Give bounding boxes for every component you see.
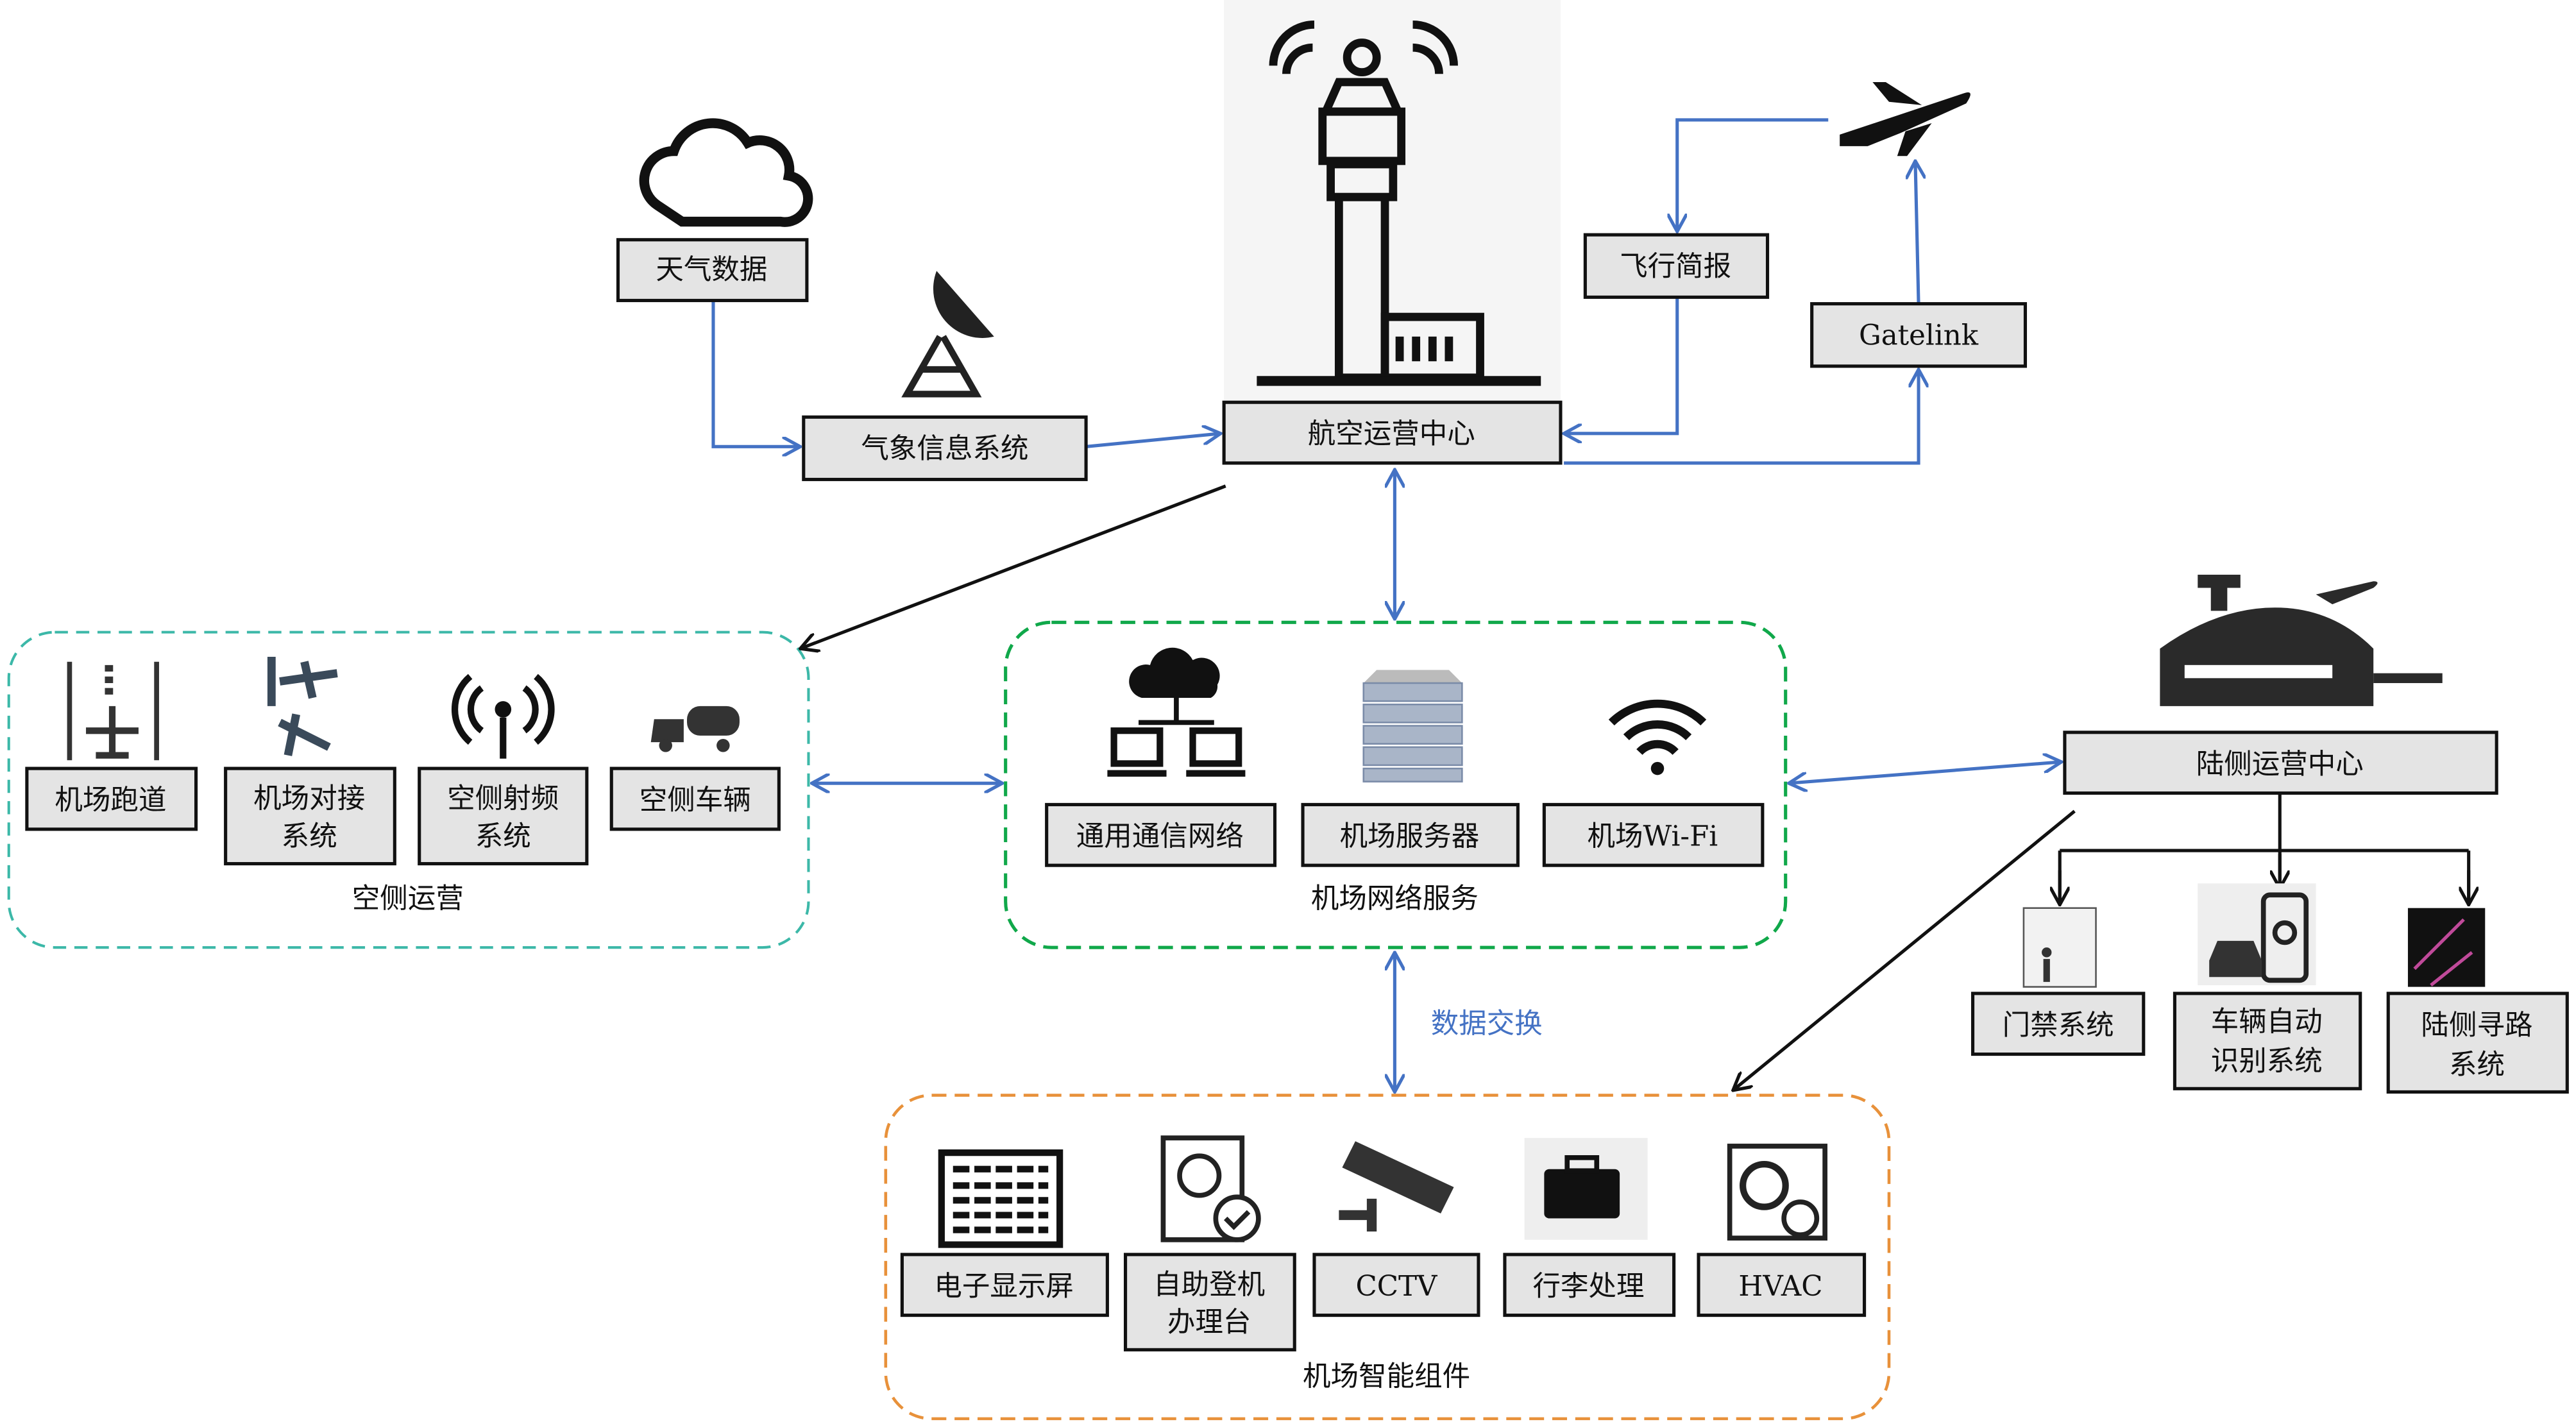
item-label: 通用通信网络 bbox=[1076, 820, 1244, 852]
network-group bbox=[1004, 620, 1788, 949]
airside-item-docking: 机场对接 系统 bbox=[224, 766, 396, 866]
airplane-icon bbox=[1840, 82, 1970, 157]
arrow-landside-tree bbox=[2058, 793, 2471, 905]
network-title: 机场网络服务 bbox=[1311, 883, 1479, 915]
arrow-landside-to-smart bbox=[1733, 809, 2076, 1090]
item-label: 空侧车辆 bbox=[640, 784, 751, 817]
flight-briefing-box: 飞行简报 bbox=[1583, 233, 1770, 299]
arrow-aoc-to-airside bbox=[801, 484, 1226, 648]
hvac-icon bbox=[1727, 1144, 1827, 1241]
arrow-plane-to-briefing bbox=[1677, 118, 1829, 232]
cloud-network-icon bbox=[1107, 647, 1246, 777]
arrow-aoc-to-gatelink bbox=[1564, 369, 1919, 465]
flight-briefing-label: 飞行简报 bbox=[1620, 251, 1731, 283]
item-label: 识别系统 bbox=[2211, 1045, 2323, 1078]
network-item-comm: 通用通信网络 bbox=[1045, 802, 1277, 867]
item-label: CCTV bbox=[1355, 1271, 1438, 1303]
item-label: 机场跑道 bbox=[55, 784, 166, 817]
item-label: 电子显示屏 bbox=[934, 1271, 1074, 1303]
aircraft-docking-icon bbox=[267, 657, 338, 756]
landside-item-access: 门禁系统 bbox=[1970, 992, 2146, 1056]
item-label: 机场对接 bbox=[253, 783, 365, 815]
item-label: 门禁系统 bbox=[2003, 1010, 2114, 1042]
arrow-briefing-to-aoc bbox=[1564, 297, 1679, 433]
airside-group bbox=[7, 631, 810, 949]
network-item-wifi: 机场Wi-Fi bbox=[1542, 802, 1765, 867]
meteo-system-label: 气象信息系统 bbox=[861, 433, 1028, 465]
arrow-network-landside bbox=[1789, 762, 2062, 783]
terminal-building-icon bbox=[2160, 575, 2443, 706]
wayfinding-map-icon bbox=[2407, 908, 2486, 987]
airside-item-rf: 空侧射频 系统 bbox=[418, 766, 589, 866]
smart-item-baggage: 行李处理 bbox=[1503, 1253, 1676, 1317]
landside-center-label: 陆侧运营中心 bbox=[2196, 749, 2364, 781]
item-label: 行李处理 bbox=[1532, 1271, 1644, 1303]
gatelink-box: Gatelink bbox=[1810, 302, 2028, 368]
item-label: 自助登机 bbox=[1153, 1269, 1265, 1301]
radio-antenna-icon bbox=[451, 673, 555, 759]
item-label: 机场Wi-Fi bbox=[1587, 820, 1718, 852]
server-rack-icon bbox=[1362, 670, 1463, 783]
aoc-label: 航空运营中心 bbox=[1308, 418, 1475, 450]
item-label: 办理台 bbox=[1167, 1307, 1251, 1339]
smart-title: 机场智能组件 bbox=[1303, 1361, 1470, 1393]
runway-icon bbox=[67, 661, 159, 761]
item-label: 系统 bbox=[2449, 1049, 2505, 1081]
weather-cloud-icon bbox=[639, 118, 813, 227]
baggage-icon bbox=[1524, 1138, 1648, 1240]
airside-item-vehicle: 空侧车辆 bbox=[609, 766, 781, 831]
access-gate-icon bbox=[2022, 907, 2097, 988]
data-exchange-label: 数据交换 bbox=[1431, 1008, 1543, 1040]
item-label: 空侧射频 bbox=[447, 783, 559, 815]
airside-item-runway: 机场跑道 bbox=[25, 766, 198, 831]
flight-display-icon bbox=[938, 1149, 1063, 1248]
item-label: 系统 bbox=[282, 820, 337, 852]
landside-item-wayfinding: 陆侧寻路 系统 bbox=[2386, 992, 2569, 1094]
tanker-truck-icon bbox=[650, 706, 740, 752]
vehicle-location-icon bbox=[2198, 883, 2316, 986]
landside-item-vehicle-id: 车辆自动 识别系统 bbox=[2173, 992, 2362, 1090]
landside-center-box: 陆侧运营中心 bbox=[2063, 731, 2498, 795]
arrow-weather-to-meteo bbox=[711, 300, 801, 446]
smart-item-checkin: 自助登机 办理台 bbox=[1123, 1253, 1296, 1351]
airside-title: 空侧运营 bbox=[352, 883, 464, 915]
item-label: 陆侧寻路 bbox=[2421, 1010, 2532, 1042]
network-item-server: 机场服务器 bbox=[1301, 802, 1520, 867]
smart-item-display: 电子显示屏 bbox=[900, 1253, 1109, 1317]
smart-item-hvac: HVAC bbox=[1697, 1253, 1867, 1317]
item-label: 机场服务器 bbox=[1340, 820, 1480, 852]
control-tower-icon bbox=[1224, 0, 1561, 403]
arrow-meteo-to-aoc bbox=[1085, 434, 1221, 448]
arrow-gatelink-to-plane bbox=[1915, 161, 1919, 304]
radar-dish-icon bbox=[901, 271, 994, 398]
aoc-box: 航空运营中心 bbox=[1222, 400, 1563, 465]
item-label: 车辆自动 bbox=[2211, 1006, 2323, 1038]
weather-data-box: 天气数据 bbox=[616, 238, 809, 303]
gatelink-label: Gatelink bbox=[1859, 320, 1979, 352]
meteo-system-box: 气象信息系统 bbox=[802, 415, 1088, 482]
weather-data-label: 天气数据 bbox=[656, 254, 767, 286]
smart-item-cctv: CCTV bbox=[1312, 1253, 1480, 1317]
passport-check-icon bbox=[1160, 1135, 1261, 1242]
cctv-camera-icon bbox=[1339, 1141, 1454, 1232]
item-label: 系统 bbox=[475, 820, 531, 852]
item-label: HVAC bbox=[1738, 1271, 1822, 1303]
wifi-icon bbox=[1608, 699, 1707, 775]
